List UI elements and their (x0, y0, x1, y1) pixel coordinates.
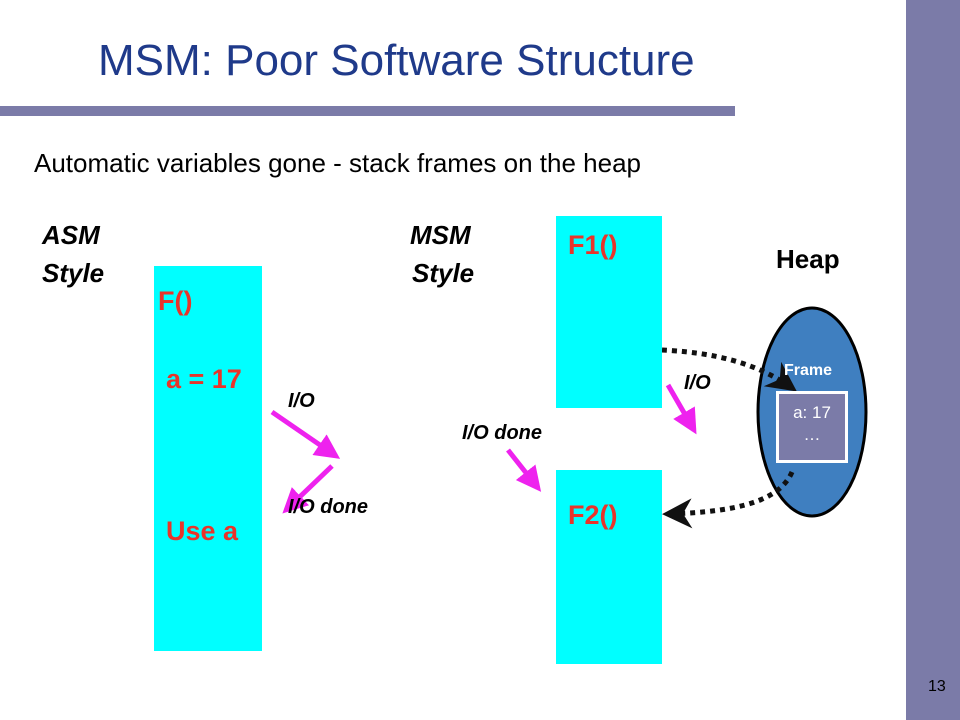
msm-f1-name: F1() (568, 230, 618, 260)
frame-to-f2-connector (662, 470, 795, 529)
side-accent-bar (906, 0, 960, 720)
msm-io-arrow (665, 383, 697, 435)
heap-frame-label: Frame (784, 362, 833, 379)
heap-frame-line-2: … (803, 425, 821, 444)
heap-frame-box: a: 17 … (776, 391, 848, 463)
slide-subtitle: Automatic variables gone - stack frames … (34, 148, 641, 178)
f1-to-frame-connector (661, 347, 797, 392)
msm-io-done-arrow (506, 448, 542, 492)
msm-style-label-line2: Style (412, 258, 475, 288)
asm-function-name: F() (158, 286, 193, 316)
msm-io-label: I/O (684, 372, 711, 394)
msm-f2-name: F2() (568, 500, 618, 530)
asm-io-done-label: I/O done (288, 496, 368, 518)
asm-io-arrow (270, 409, 341, 459)
page-number: 13 (928, 678, 946, 695)
msm-f2-box (556, 470, 662, 664)
msm-f1-box (556, 216, 662, 408)
msm-io-done-label: I/O done (462, 422, 542, 444)
msm-style-label-line1: MSM (410, 220, 471, 250)
asm-style-label-line1: ASM (42, 220, 100, 250)
heap-label: Heap (776, 244, 840, 274)
asm-function-box (154, 266, 262, 651)
heap-frame-line-1: a: 17 (793, 403, 831, 422)
asm-io-done-arrow (282, 464, 334, 514)
slide-title: MSM: Poor Software Structure (98, 36, 695, 85)
title-underline (0, 106, 735, 116)
asm-assign-statement: a = 17 (166, 364, 242, 394)
diagram-graphics (270, 306, 868, 529)
asm-style-label-line2: Style (42, 258, 105, 288)
asm-io-label: I/O (288, 390, 315, 412)
asm-use-statement: Use a (166, 516, 239, 546)
